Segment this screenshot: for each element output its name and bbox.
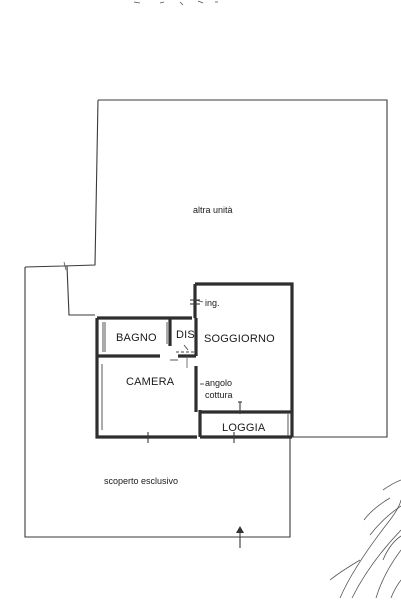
- room-camera-label: CAMERA: [126, 376, 175, 388]
- entrance-arrow: [236, 526, 244, 548]
- apartment-walls: [95, 282, 294, 439]
- entrance-label: ing.: [205, 298, 220, 308]
- room-loggia-label: LOGGIA: [222, 422, 266, 434]
- room-dis-label: DIS: [176, 329, 195, 341]
- terrain-contours: [329, 479, 401, 599]
- other-unit-label: altra unità: [193, 205, 233, 215]
- interior-walls: [97, 318, 292, 443]
- outdoor-area-outline: [24, 267, 291, 538]
- room-angolo-line1: angolo: [205, 378, 232, 388]
- room-bagno-label: BAGNO: [116, 332, 157, 344]
- room-soggiorno-label: SOGGIORNO: [204, 333, 275, 345]
- room-angolo-line2: cottura: [205, 390, 233, 400]
- other-unit-outline: [24, 99, 388, 438]
- outdoor-area-label: scoperto esclusivo: [104, 476, 178, 486]
- scan-marks: [133, 0, 218, 6]
